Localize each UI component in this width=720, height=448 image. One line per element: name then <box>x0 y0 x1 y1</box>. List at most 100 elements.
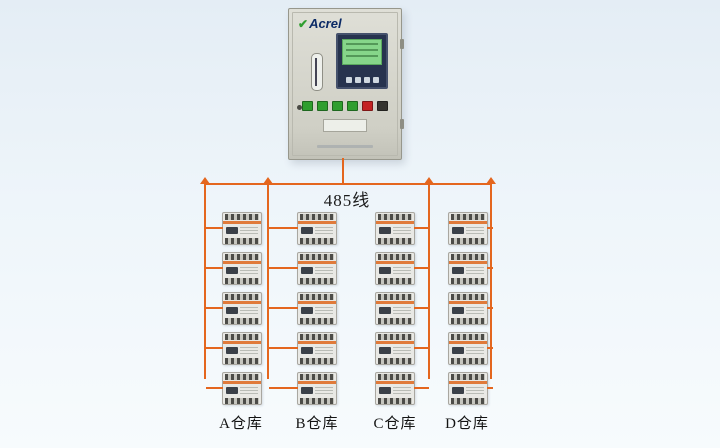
terminal-row-bottom <box>225 398 259 404</box>
riser-d <box>490 183 492 379</box>
device-display <box>379 347 391 354</box>
meter-device <box>269 252 337 285</box>
terminal-row-bottom <box>378 278 412 284</box>
brand-logo: ✔Acrel <box>298 16 342 31</box>
device-display <box>452 347 464 354</box>
device-label-lines <box>393 387 411 394</box>
terminal-row-bottom <box>378 318 412 324</box>
terminal-row-top <box>225 334 259 340</box>
warehouse-label-a: A仓库 <box>219 416 263 432</box>
door-lock-icon <box>297 105 302 110</box>
terminal-row-top <box>378 294 412 300</box>
level-gauge <box>311 53 323 91</box>
accent-band <box>449 341 487 344</box>
device-face <box>225 345 259 357</box>
device-display <box>301 387 313 394</box>
device-display <box>226 227 238 234</box>
meter-device <box>448 292 493 325</box>
device-display <box>379 267 391 274</box>
device-face <box>378 385 412 397</box>
meter-device <box>206 212 262 245</box>
hinge-icon <box>400 39 404 49</box>
accent-band <box>449 221 487 224</box>
device-display <box>379 307 391 314</box>
meter-device <box>269 372 337 405</box>
meter-device <box>375 292 429 325</box>
warehouse-column-b <box>269 212 337 412</box>
meter-device <box>206 292 262 325</box>
accent-band <box>376 221 414 224</box>
device-display <box>226 267 238 274</box>
device-face <box>300 385 334 397</box>
terminal-row-bottom <box>378 358 412 364</box>
meter-device <box>269 212 337 245</box>
cabinet-door <box>292 12 398 156</box>
device-display <box>301 267 313 274</box>
control-cabinet: ✔Acrel <box>288 8 404 160</box>
accent-band <box>298 341 336 344</box>
device-label-lines <box>315 227 333 234</box>
accent-band <box>223 341 261 344</box>
accent-band <box>449 381 487 384</box>
hmi-screen <box>336 33 388 89</box>
terminal-row-top <box>378 254 412 260</box>
device-display <box>452 307 464 314</box>
device-label-lines <box>393 347 411 354</box>
device-label-lines <box>466 267 484 274</box>
accent-band <box>449 301 487 304</box>
accent-band <box>449 261 487 264</box>
accent-band <box>223 381 261 384</box>
device-face <box>378 345 412 357</box>
device-label-lines <box>466 347 484 354</box>
arrow-up-icon <box>486 177 496 184</box>
device-label-lines <box>315 307 333 314</box>
terminal-row-top <box>225 374 259 380</box>
riser-c <box>428 183 430 379</box>
device-face <box>300 345 334 357</box>
device-label-lines <box>466 387 484 394</box>
terminal-row-top <box>378 214 412 220</box>
device-label-lines <box>240 227 258 234</box>
terminal-row-top <box>300 254 334 260</box>
device-face <box>378 265 412 277</box>
indicator-button <box>317 101 328 111</box>
terminal-row-bottom <box>300 318 334 324</box>
device-display <box>379 387 391 394</box>
warehouse-label-d: D仓库 <box>445 416 489 432</box>
device-display <box>452 267 464 274</box>
device-face <box>225 305 259 317</box>
accent-band <box>298 261 336 264</box>
terminal-row-top <box>225 214 259 220</box>
bus-line <box>204 183 492 185</box>
terminal-row-bottom <box>225 278 259 284</box>
meter-device <box>206 372 262 405</box>
device-label-lines <box>393 267 411 274</box>
device-label-lines <box>466 227 484 234</box>
indicator-button <box>377 101 388 111</box>
device-display <box>379 227 391 234</box>
indicator-button <box>332 101 343 111</box>
accent-band <box>223 301 261 304</box>
name-plate <box>323 119 367 132</box>
terminal-row-top <box>451 294 485 300</box>
meter-device <box>448 252 493 285</box>
terminal-row-bottom <box>300 358 334 364</box>
terminal-row-bottom <box>451 238 485 244</box>
leaf-icon: ✔ <box>298 17 309 31</box>
terminal-row-top <box>451 334 485 340</box>
meter-device <box>375 332 429 365</box>
terminal-row-bottom <box>451 358 485 364</box>
warehouse-label-c: C仓库 <box>373 416 417 432</box>
terminal-row-bottom <box>378 398 412 404</box>
accent-band <box>376 301 414 304</box>
terminal-row-bottom <box>300 398 334 404</box>
terminal-row-top <box>300 214 334 220</box>
meter-device <box>448 212 493 245</box>
device-face <box>378 305 412 317</box>
cabinet-drop-wire <box>342 158 344 184</box>
terminal-row-bottom <box>225 238 259 244</box>
terminal-row-top <box>378 374 412 380</box>
device-face <box>451 305 485 317</box>
device-label-lines <box>240 267 258 274</box>
indicator-button <box>347 101 358 111</box>
